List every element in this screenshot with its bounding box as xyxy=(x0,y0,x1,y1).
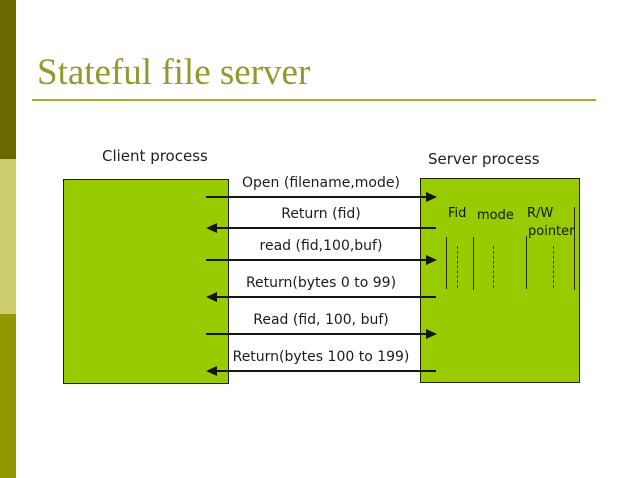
title-underline xyxy=(32,99,596,101)
arrow-left-icon xyxy=(206,292,217,302)
client-process-box xyxy=(63,179,229,384)
slide-title: Stateful file server xyxy=(37,52,311,93)
table-empty-rows-dashed-line xyxy=(553,246,554,288)
table-header-mode: mode xyxy=(477,208,514,223)
message-return-bytes1-label: Return(bytes 0 to 99) xyxy=(245,275,397,291)
arrow-left-icon xyxy=(206,366,217,376)
server-process-label: Server process xyxy=(428,150,540,168)
arrow-left-icon xyxy=(206,223,217,233)
table-column-divider xyxy=(574,207,575,290)
client-process-label: Client process xyxy=(102,147,208,165)
message-open-arrow xyxy=(206,196,427,198)
message-read1-label: read (fid,100,buf) xyxy=(259,238,383,254)
sidebar-band-top xyxy=(0,0,16,159)
message-return-bytes1-arrow xyxy=(217,296,436,298)
message-open-label: Open (filename,mode) xyxy=(242,175,400,191)
arrow-right-icon xyxy=(426,192,437,202)
message-read1-arrow xyxy=(206,259,427,261)
message-return-fid-arrow xyxy=(217,227,436,229)
table-column-divider xyxy=(473,237,474,290)
table-column-divider xyxy=(446,237,447,289)
sidebar-accent-bar xyxy=(0,0,16,478)
table-header-fid: Fid xyxy=(448,206,467,221)
table-header-rw-pointer-line2: pointer xyxy=(528,224,575,239)
message-read2-label: Read (fid, 100, buf) xyxy=(253,312,389,328)
message-return-fid-label: Return (fid) xyxy=(281,206,361,222)
arrow-right-icon xyxy=(426,329,437,339)
sidebar-band-bottom xyxy=(0,314,16,478)
message-return-bytes2-label: Return(bytes 100 to 199) xyxy=(232,349,410,365)
table-column-divider xyxy=(526,236,527,289)
table-empty-rows-dashed-line xyxy=(493,246,494,288)
table-empty-rows-dashed-line xyxy=(457,246,458,288)
message-return-bytes2-arrow xyxy=(217,370,436,372)
message-read2-arrow xyxy=(206,333,427,335)
sidebar-band-middle xyxy=(0,159,16,314)
arrow-right-icon xyxy=(426,255,437,265)
table-header-rw-pointer: R/W xyxy=(527,206,554,221)
